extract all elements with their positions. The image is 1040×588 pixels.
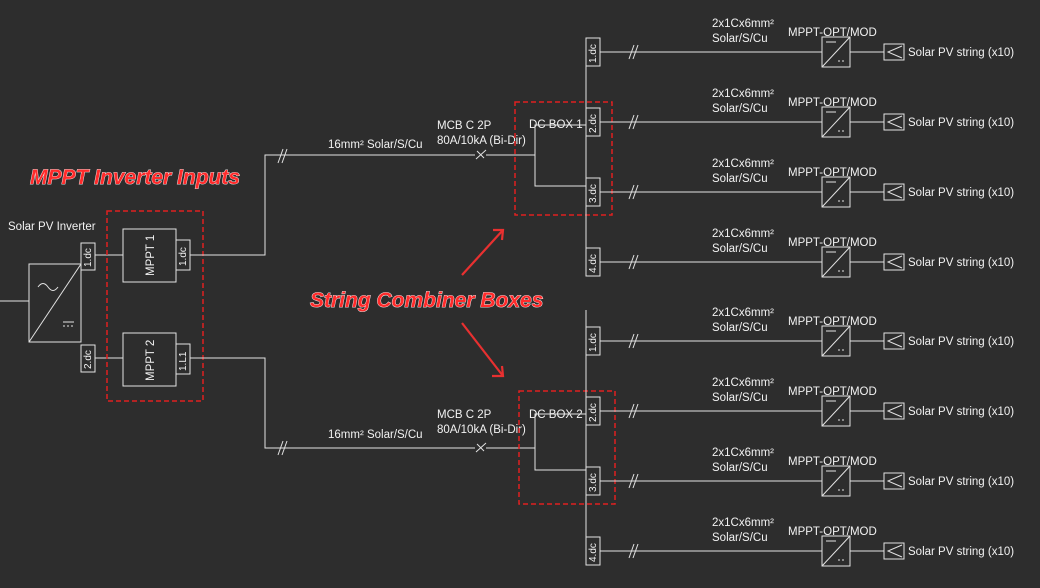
optimizer-symbol — [821, 176, 851, 208]
string-row-7: 3.dc 2x1Cx6mm² Solar/S/Cu MPPT-OPT/MOD Solar… — [585, 447, 1014, 497]
svg-text:MCB C 2P: MCB C 2P — [437, 120, 492, 132]
string-row-8: 4.dc 2x1Cx6mm² Solar/S/Cu MPPT-OPT/MOD Solar… — [585, 517, 1014, 567]
string-cable-spec: 2x1Cx6mm² — [712, 228, 774, 240]
pv-string-label: Solar PV string (x10) — [908, 257, 1014, 269]
optimizer-label: MPPT-OPT/MOD — [788, 386, 877, 398]
svg-text:1.dc: 1.dc — [83, 248, 94, 267]
optimizer-label: MPPT-OPT/MOD — [788, 97, 877, 109]
dc-box-2-region — [518, 390, 616, 505]
pv-string-symbol — [883, 542, 905, 560]
pv-string-symbol — [883, 183, 905, 201]
dc-box-1-region — [514, 101, 613, 216]
pv-string-symbol — [883, 253, 905, 271]
inverter-port-2: 2.dc — [80, 344, 96, 373]
string-cable-spec: 2x1Cx6mm² — [712, 447, 774, 459]
optimizer-label: MPPT-OPT/MOD — [788, 456, 877, 468]
string-port-label: 1.dc — [588, 333, 599, 352]
svg-text:16mm² Solar/S/Cu: 16mm² Solar/S/Cu — [328, 139, 423, 151]
string-cable-spec: 2x1Cx6mm² — [712, 307, 774, 319]
optimizer-label: MPPT-OPT/MOD — [788, 526, 877, 538]
string-cable-type: Solar/S/Cu — [712, 173, 768, 185]
inverter-label: Solar PV Inverter — [8, 221, 96, 233]
svg-text:1.L1: 1.L1 — [178, 351, 189, 371]
string-row-1: 1.dc 2x1Cx6mm² Solar/S/Cu MPPT-OPT/MOD Solar… — [585, 18, 1014, 68]
annotation-arrow-down — [461, 322, 505, 378]
string-row-4: 4.dc 2x1Cx6mm² Solar/S/Cu MPPT-OPT/MOD Solar… — [585, 228, 1014, 278]
string-row-6: 2.dc 2x1Cx6mm² Solar/S/Cu MPPT-OPT/MOD Solar… — [585, 377, 1014, 427]
string-cable-type: Solar/S/Cu — [712, 33, 768, 45]
svg-text:80A/10kA (Bi-Dir): 80A/10kA (Bi-Dir) — [437, 135, 526, 147]
svg-text:16mm² Solar/S/Cu: 16mm² Solar/S/Cu — [328, 429, 423, 441]
svg-text:2.dc: 2.dc — [83, 350, 94, 369]
optimizer-label: MPPT-OPT/MOD — [788, 237, 877, 249]
string-port-label: 3.dc — [588, 473, 599, 492]
mppt-2-block: MPPT 2 1.L1 — [122, 332, 191, 387]
pv-string-symbol — [883, 332, 905, 350]
annotation-arrow-up — [461, 228, 505, 276]
feeder-1: 16mm² Solar/S/Cu MCB C 2P 80A/10kA (Bi-D… — [190, 101, 613, 256]
optimizer-symbol — [821, 36, 851, 68]
optimizer-symbol — [821, 325, 851, 357]
svg-text:MPPT 2: MPPT 2 — [145, 340, 157, 381]
svg-text:1.dc: 1.dc — [178, 247, 189, 266]
string-row-2: 2.dc 2x1Cx6mm² Solar/S/Cu MPPT-OPT/MOD Solar… — [585, 88, 1014, 138]
string-cable-type: Solar/S/Cu — [712, 103, 768, 115]
pv-string-symbol — [883, 472, 905, 490]
svg-text:DC BOX 2: DC BOX 2 — [529, 409, 583, 421]
mppt-1-block: MPPT 1 1.dc — [122, 228, 191, 283]
pv-string-label: Solar PV string (x10) — [908, 117, 1014, 129]
string-port-label: 3.dc — [588, 184, 599, 203]
string-port-label: 4.dc — [588, 543, 599, 562]
string-cable-type: Solar/S/Cu — [712, 243, 768, 255]
inverter-symbol — [0, 263, 82, 343]
string-cable-type: Solar/S/Cu — [712, 462, 768, 474]
string-row-5: 1.dc 2x1Cx6mm² Solar/S/Cu MPPT-OPT/MOD Solar… — [585, 307, 1014, 357]
svg-text:80A/10kA (Bi-Dir): 80A/10kA (Bi-Dir) — [437, 424, 526, 436]
string-port-label: 2.dc — [588, 114, 599, 133]
combiner-boxes-annotation: String Combiner Boxes — [310, 289, 543, 312]
optimizer-symbol — [821, 246, 851, 278]
pv-string-symbol — [883, 113, 905, 131]
optimizer-label: MPPT-OPT/MOD — [788, 316, 877, 328]
pv-string-label: Solar PV string (x10) — [908, 406, 1014, 418]
svg-text:MCB C 2P: MCB C 2P — [437, 409, 492, 421]
inverter-port-1: 1.dc — [80, 242, 96, 271]
pv-string-symbol — [883, 43, 905, 61]
string-cable-spec: 2x1Cx6mm² — [712, 377, 774, 389]
optimizer-label: MPPT-OPT/MOD — [788, 167, 877, 179]
mppt-inputs-annotation: MPPT Inverter Inputs — [30, 166, 240, 189]
mppt-inputs-region — [106, 210, 204, 402]
string-cable-spec: 2x1Cx6mm² — [712, 517, 774, 529]
pv-string-label: Solar PV string (x10) — [908, 47, 1014, 59]
pv-string-label: Solar PV string (x10) — [908, 187, 1014, 199]
pv-string-symbol — [883, 402, 905, 420]
string-port-label: 1.dc — [588, 44, 599, 63]
optimizer-symbol — [821, 395, 851, 427]
pv-string-label: Solar PV string (x10) — [908, 336, 1014, 348]
string-cable-spec: 2x1Cx6mm² — [712, 88, 774, 100]
optimizer-symbol — [821, 106, 851, 138]
pv-string-label: Solar PV string (x10) — [908, 546, 1014, 558]
feeder-2: 16mm² Solar/S/Cu MCB C 2P 80A/10kA (Bi-D… — [190, 357, 616, 505]
string-cable-spec: 2x1Cx6mm² — [712, 158, 774, 170]
svg-text:MPPT 1: MPPT 1 — [145, 235, 157, 276]
optimizer-label: MPPT-OPT/MOD — [788, 27, 877, 39]
string-row-3: 3.dc 2x1Cx6mm² Solar/S/Cu MPPT-OPT/MOD Solar… — [585, 158, 1014, 208]
string-cable-type: Solar/S/Cu — [712, 322, 768, 334]
string-cable-type: Solar/S/Cu — [712, 532, 768, 544]
pv-string-label: Solar PV string (x10) — [908, 476, 1014, 488]
optimizer-symbol — [821, 535, 851, 567]
string-cable-spec: 2x1Cx6mm² — [712, 18, 774, 30]
optimizer-symbol — [821, 465, 851, 497]
string-port-label: 4.dc — [588, 254, 599, 273]
string-cable-type: Solar/S/Cu — [712, 392, 768, 404]
string-port-label: 2.dc — [588, 403, 599, 422]
